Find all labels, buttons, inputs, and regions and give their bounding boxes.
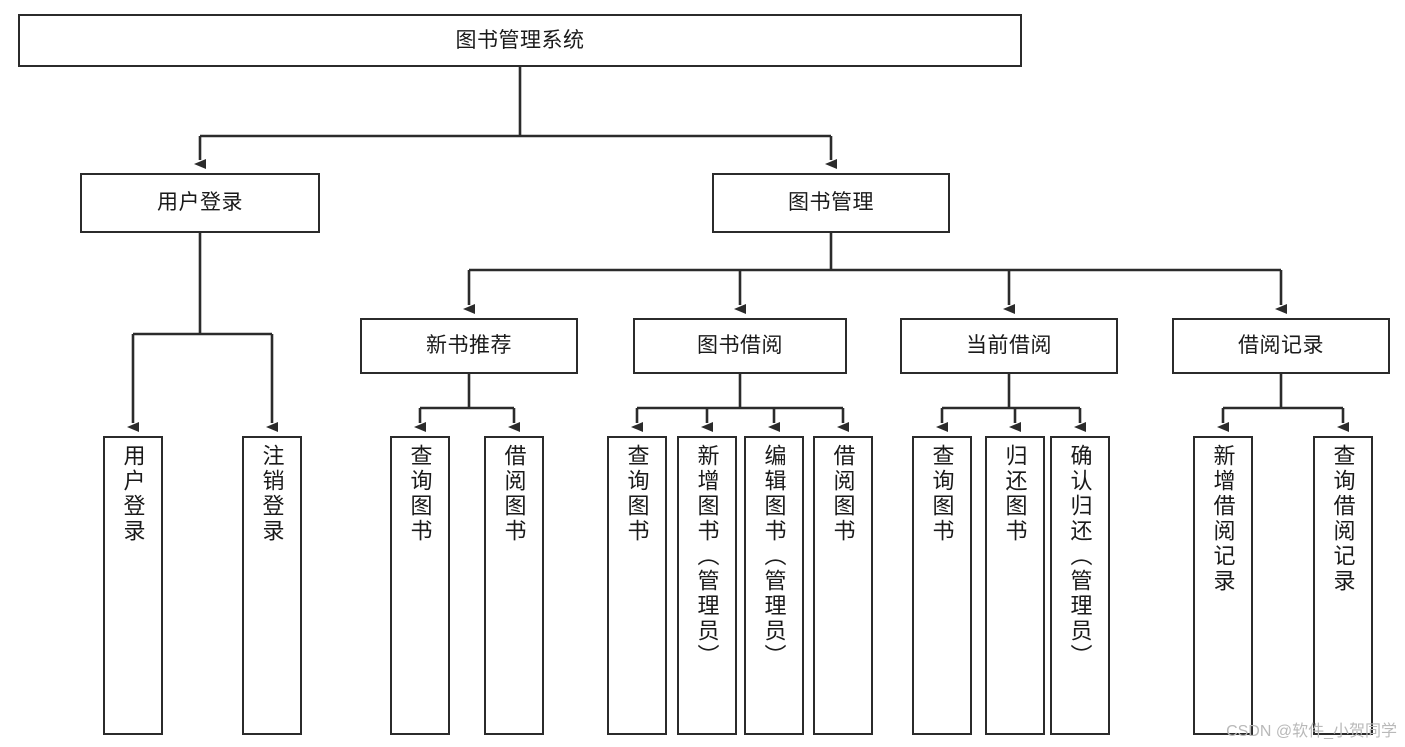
leaf-query-book-1[interactable]: 查询图书	[390, 436, 450, 735]
node-label: 借阅图书	[501, 444, 527, 544]
leaf-add-borrow-record[interactable]: 新增借阅记录	[1193, 436, 1253, 735]
node-label: 编辑图书（管理员）	[761, 444, 787, 669]
leaf-borrow-book-2[interactable]: 借阅图书	[813, 436, 873, 735]
node-label: 查询图书	[407, 444, 433, 544]
node-label: 用户登录	[120, 444, 146, 544]
leaf-edit-book[interactable]: 编辑图书（管理员）	[744, 436, 804, 735]
leaf-user-login[interactable]: 用户登录	[103, 436, 163, 735]
leaf-confirm-return[interactable]: 确认归还（管理员）	[1050, 436, 1110, 735]
node-label: 借阅图书	[830, 444, 856, 544]
node-label: 注销登录	[259, 444, 285, 544]
leaf-add-book[interactable]: 新增图书（管理员）	[677, 436, 737, 735]
node-label: 确认归还（管理员）	[1067, 444, 1093, 669]
leaf-borrow-book-1[interactable]: 借阅图书	[484, 436, 544, 735]
node-user-login[interactable]: 用户登录	[80, 173, 320, 233]
leaf-query-book-2[interactable]: 查询图书	[607, 436, 667, 735]
node-label: 图书管理系统	[455, 28, 585, 52]
node-new-book-recommend[interactable]: 新书推荐	[360, 318, 578, 374]
node-label: 图书借阅	[697, 334, 783, 358]
leaf-return-book[interactable]: 归还图书	[985, 436, 1045, 735]
node-label: 新书推荐	[426, 334, 512, 358]
leaf-query-book-3[interactable]: 查询图书	[912, 436, 972, 735]
node-label: 查询借阅记录	[1330, 444, 1356, 594]
node-current-borrow[interactable]: 当前借阅	[900, 318, 1118, 374]
node-root[interactable]: 图书管理系统	[18, 14, 1022, 67]
leaf-query-borrow-record[interactable]: 查询借阅记录	[1313, 436, 1373, 735]
node-label: 新增借阅记录	[1210, 444, 1236, 594]
node-borrow-record[interactable]: 借阅记录	[1172, 318, 1390, 374]
node-label: 查询图书	[624, 444, 650, 544]
node-label: 图书管理	[788, 191, 874, 215]
node-label: 新增图书（管理员）	[694, 444, 720, 669]
node-label: 当前借阅	[966, 334, 1052, 358]
node-label: 查询图书	[929, 444, 955, 544]
node-book-borrow[interactable]: 图书借阅	[633, 318, 847, 374]
leaf-logout[interactable]: 注销登录	[242, 436, 302, 735]
node-book-manage[interactable]: 图书管理	[712, 173, 950, 233]
node-label: 借阅记录	[1238, 334, 1324, 358]
node-label: 用户登录	[157, 191, 243, 215]
node-label: 归还图书	[1002, 444, 1028, 544]
watermark: CSDN @软件_小贺同学	[1226, 723, 1397, 740]
